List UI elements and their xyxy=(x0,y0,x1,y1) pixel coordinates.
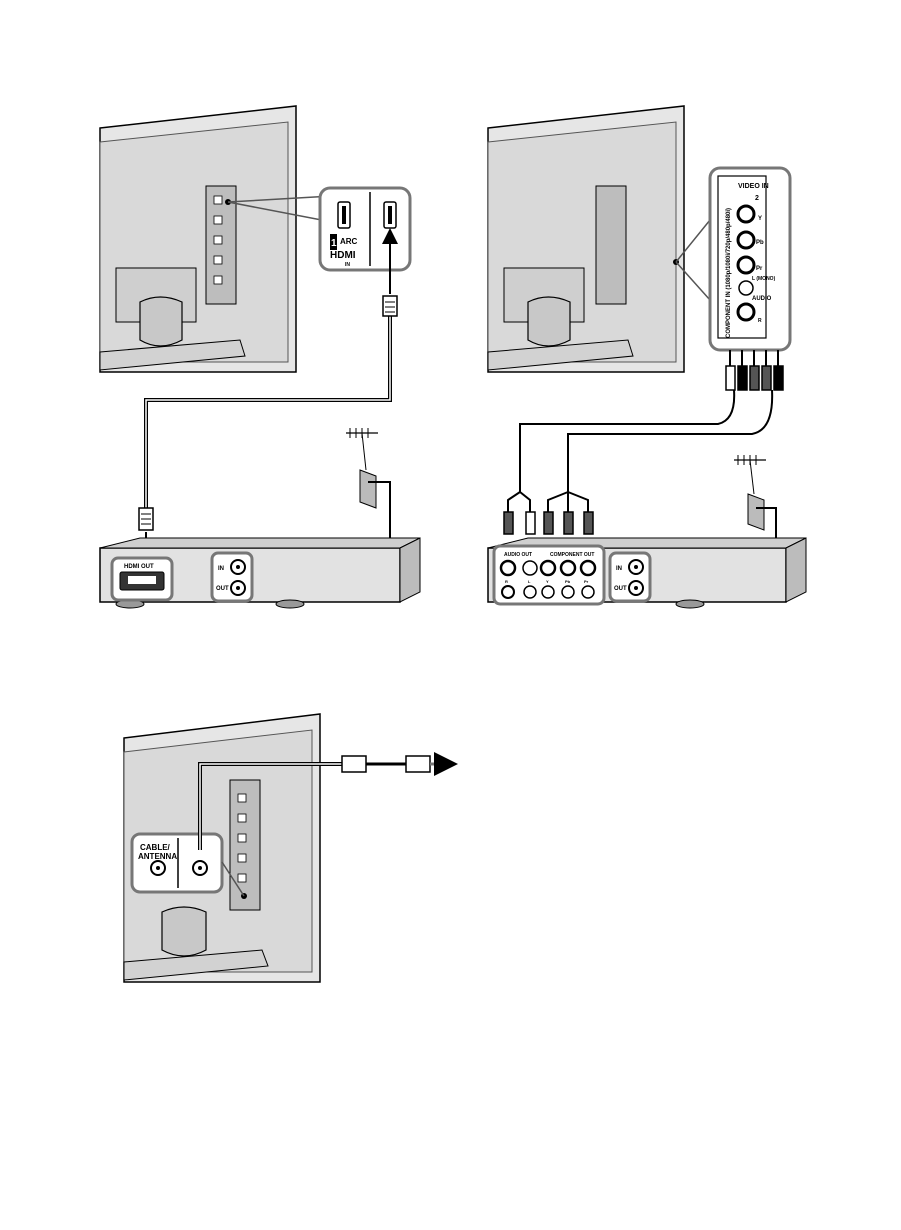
hdmi-number-label: 1 xyxy=(331,238,337,249)
rca-plugs-bottom xyxy=(504,512,593,534)
y-label: Y xyxy=(758,216,762,222)
rca-plugs-top xyxy=(726,366,783,390)
pb-label: Pb xyxy=(756,240,764,246)
cable-box: AUDIO OUT COMPONENT OUT R L Y Pb Pr IN O… xyxy=(488,538,806,608)
tv-rear-view xyxy=(100,106,296,372)
hdmi-logo-label: HDMI xyxy=(330,250,356,261)
box-audio-out-label: AUDIO OUT xyxy=(504,552,532,558)
component-diagram: VIDEO IN 2 COMPONENT IN (1080p/1080i/720… xyxy=(488,106,806,608)
component-in-label: COMPONENT IN (1080p/1080i/720p/480p/480i… xyxy=(726,208,732,338)
box-y-label: Y xyxy=(546,579,549,584)
box-hdmi-out-label: HDMI OUT xyxy=(124,564,154,570)
box-in-label: IN xyxy=(616,566,622,572)
box-r-label: R xyxy=(505,579,508,584)
component-port-callout: VIDEO IN 2 COMPONENT IN (1080p/1080i/720… xyxy=(710,168,790,350)
hdmi-in-label: IN xyxy=(345,262,350,268)
box-out-label: OUT xyxy=(614,586,627,592)
tv-rear-view xyxy=(488,106,684,372)
cable-box: HDMI OUT IN OUT xyxy=(100,538,420,608)
box-pr-label: Pr xyxy=(584,579,589,584)
box-pb-label: Pb xyxy=(565,579,571,584)
box-out-label: OUT xyxy=(216,586,229,592)
r-label: R xyxy=(758,318,762,324)
video-in-label: VIDEO IN xyxy=(738,183,769,190)
l-mono-label: L (MONO) xyxy=(752,276,776,282)
box-component-out-label: COMPONENT OUT xyxy=(550,552,594,558)
video-in-number: 2 xyxy=(755,195,759,202)
hdmi-arc-label: ARC xyxy=(340,237,358,246)
pr-label: Pr xyxy=(756,266,763,272)
box-in-label: IN xyxy=(218,566,224,572)
hdmi-port-callout: 1 ARC HDMI IN xyxy=(320,188,410,270)
hdmi-diagram: 1 ARC HDMI IN xyxy=(100,106,420,608)
antenna-diagram: CABLE/ANTENNA xyxy=(124,714,446,982)
audio-label: AUDIO xyxy=(752,296,772,302)
